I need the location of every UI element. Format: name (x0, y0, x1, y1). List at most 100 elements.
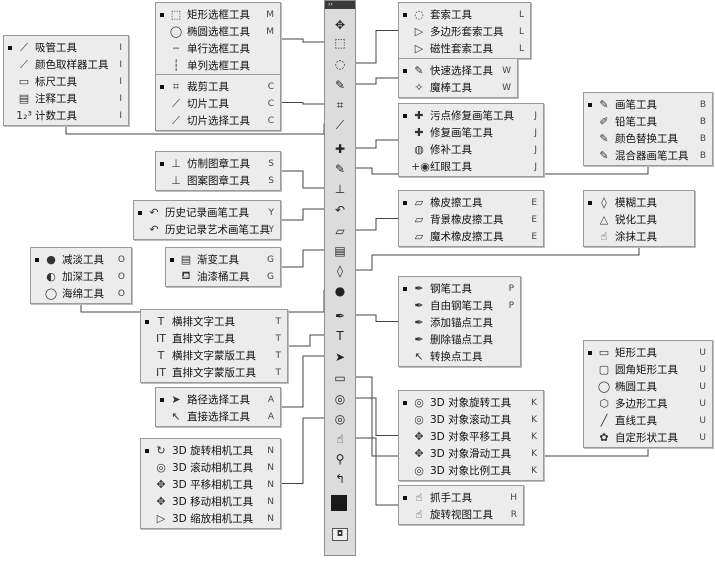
menu-item[interactable]: ↖转换点工具 (399, 348, 520, 365)
menu-item-label: 直接选择工具 (187, 411, 250, 423)
swap-colors-icon[interactable]: ↰ (334, 472, 346, 486)
hand-tool-icon[interactable]: ☝ (336, 432, 344, 446)
3d-object-tool-icon[interactable]: ◎ (334, 392, 346, 406)
eyedropper-tool-icon[interactable]: ⟋ (335, 117, 345, 132)
lasso-tool-icon[interactable]: ◌ (334, 57, 346, 71)
collapse-button[interactable]: ›› (325, 1, 355, 9)
type-tool-icon[interactable]: T (336, 329, 344, 343)
shape-tool-icon[interactable]: ▭ (334, 371, 346, 385)
move-tool-icon[interactable]: ✥ (334, 18, 346, 32)
menu-item[interactable]: ✒删除锚点工具 (399, 331, 520, 348)
blur-tool-icon[interactable]: ◊ (337, 264, 343, 278)
history-brush-tool-icon[interactable]: ↶ (334, 203, 346, 217)
brush-tool-icon[interactable]: ✎ (334, 162, 346, 176)
dodge-tool-icon[interactable]: ● (334, 284, 346, 298)
crop-tool-icon[interactable]: ⌗ (336, 97, 344, 112)
clone-stamp-tool-icon[interactable]: ⊥ (334, 182, 346, 196)
menu-item-label: 直排文字蒙版工具 (172, 367, 256, 379)
eraser-tool-icon[interactable]: ▱ (335, 224, 345, 238)
menu-item[interactable]: ☝涂抹工具 (584, 228, 694, 245)
tool-icon: ◎ (414, 413, 424, 426)
menu-item-label: 椭圆选框工具 (187, 26, 250, 38)
quick-select-tool-icon[interactable]: ✎ (334, 78, 346, 92)
3d-camera-tool-icon[interactable]: ◎ (334, 412, 346, 426)
marquee-tool-icon[interactable]: ⬚ (334, 36, 346, 50)
foreground-color-swatch[interactable] (331, 495, 347, 511)
menu-item[interactable]: ✒添加锚点工具 (399, 314, 520, 331)
quick-mask-button[interactable]: ◘ (332, 528, 348, 541)
menu-item[interactable]: △锐化工具 (584, 211, 694, 228)
menu-item[interactable]: ┄单行选框工具 (156, 40, 280, 57)
zoom-tool-icon[interactable]: ⚲ (335, 452, 345, 466)
menu-item-label: 3D 对象旋转工具 (430, 397, 512, 409)
healing-brush-tool-icon[interactable]: ✚ (334, 142, 346, 156)
gradient-tool-icon[interactable]: ▤ (334, 244, 346, 258)
menu-item[interactable]: ◊模糊工具 (584, 194, 694, 211)
path-select-tool-icon[interactable]: ➤ (334, 350, 346, 364)
menu-item[interactable]: ┆单列选框工具 (156, 57, 280, 74)
pen-tool-icon[interactable]: ✒ (334, 309, 346, 323)
